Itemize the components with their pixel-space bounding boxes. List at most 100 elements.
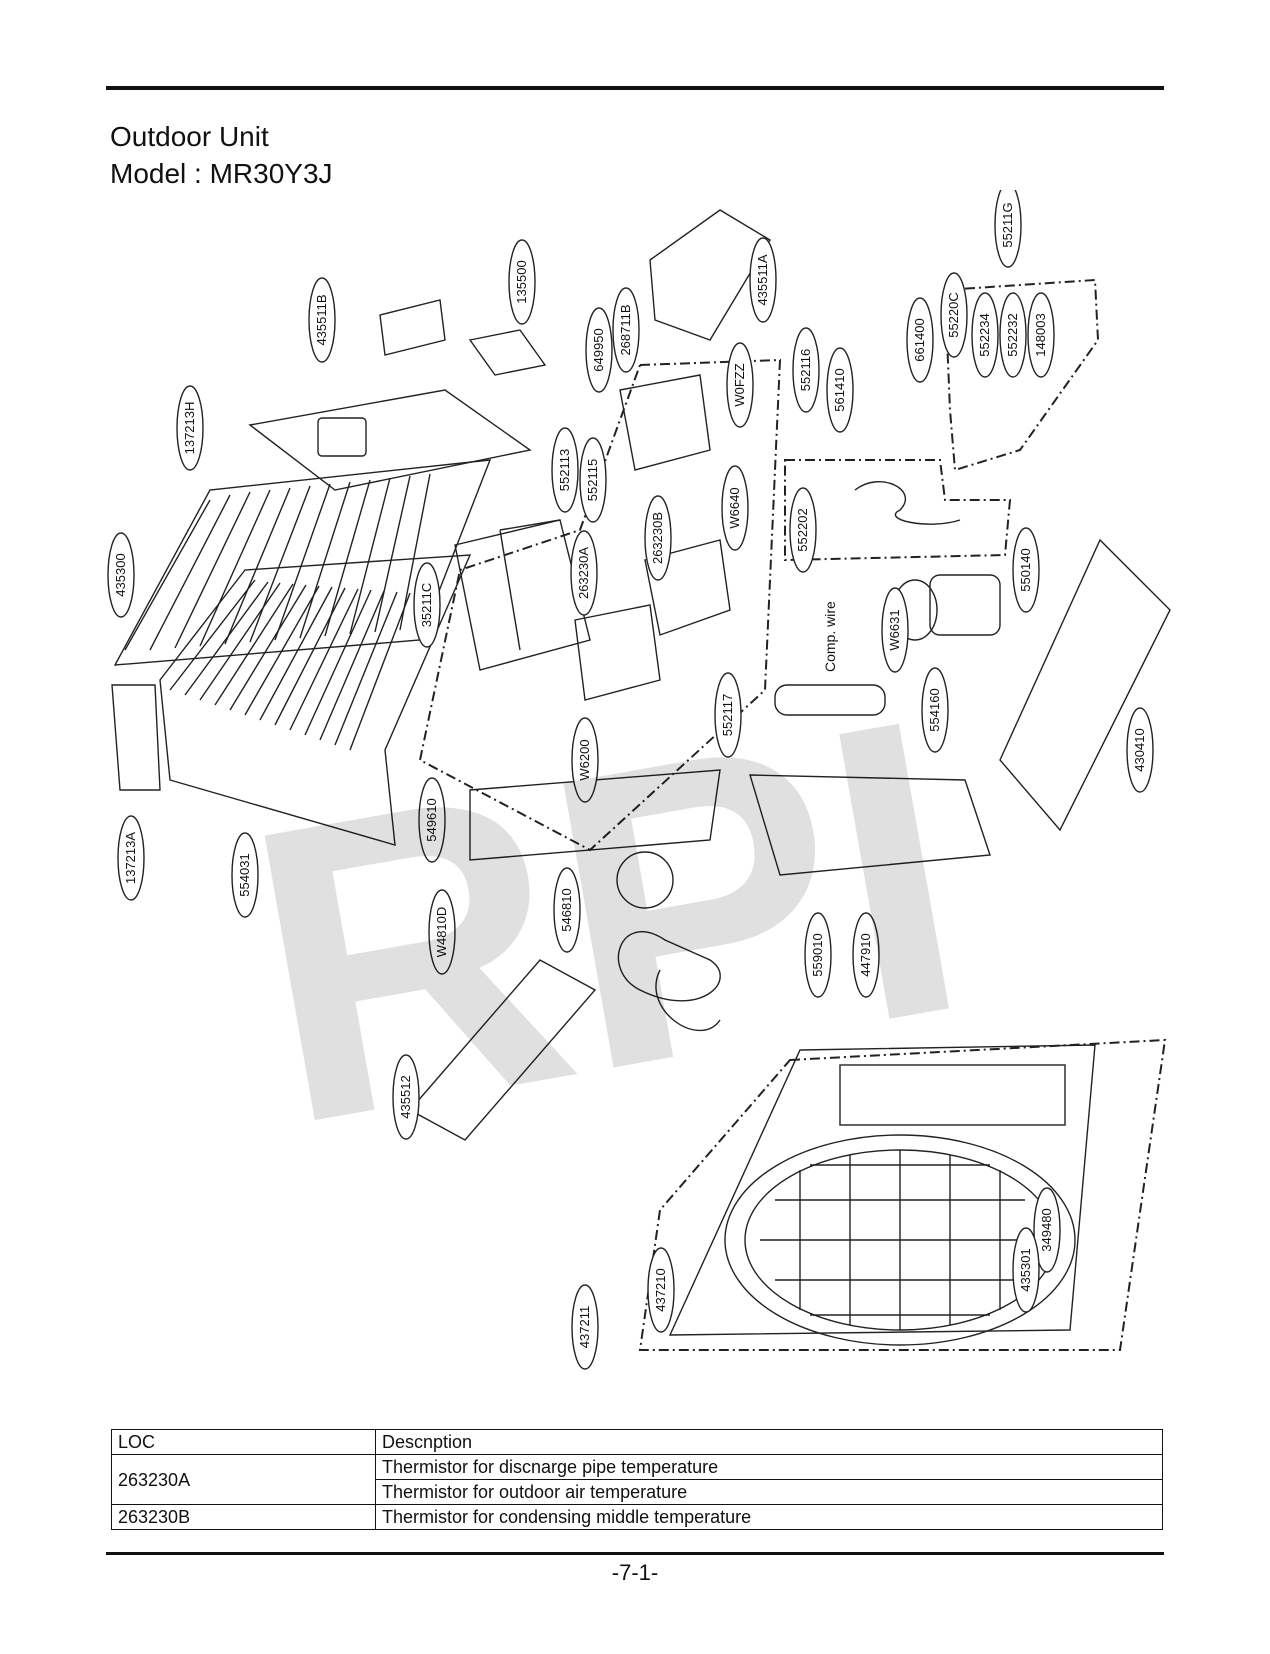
callout-c35: 559010 — [804, 912, 832, 998]
callout-label: 263230B — [650, 512, 665, 564]
callout-oval — [553, 867, 581, 953]
callout-oval — [921, 667, 949, 753]
callout-c9: 561410 — [826, 347, 854, 433]
callout-oval — [789, 487, 817, 573]
callout-c32: 549610 — [418, 777, 446, 863]
callout-label: 554160 — [927, 688, 942, 731]
loc-cell: 263230A — [111, 1454, 376, 1505]
callout-oval — [749, 237, 777, 323]
description-cell: Thermistor for outdoor air temperature — [375, 1479, 1163, 1505]
callout-label: 559010 — [810, 933, 825, 976]
callout-label: W6631 — [887, 609, 902, 650]
callout-label: 661400 — [912, 318, 927, 361]
callout-c38: 437210 — [647, 1247, 675, 1333]
callout-c15: 148003 — [1027, 292, 1055, 378]
callout-c19: 35211C — [413, 562, 441, 648]
callout-oval — [644, 495, 672, 581]
callout-label: 435511B — [314, 294, 329, 345]
callout-oval — [571, 1284, 599, 1370]
callout-c21: 263230B — [644, 495, 672, 581]
callout-label: 268711B — [618, 304, 633, 355]
callout-oval — [392, 1054, 420, 1140]
callout-c37: 435512 — [392, 1054, 420, 1140]
callout-oval — [551, 427, 579, 513]
callout-c36: 447910 — [852, 912, 880, 998]
callout-label: 549610 — [424, 798, 439, 841]
callout-oval — [107, 532, 135, 618]
callout-label: W6640 — [727, 487, 742, 528]
callout-oval — [999, 292, 1027, 378]
loc-cell: 263230B — [111, 1504, 376, 1530]
callout-oval — [1012, 1227, 1040, 1313]
callout-c26: 554160 — [921, 667, 949, 753]
callout-c27: 552117 — [714, 672, 742, 758]
callout-oval — [571, 717, 599, 803]
col-header-description: Descnption — [375, 1429, 1163, 1455]
callout-c17: 552115 — [579, 437, 607, 523]
callout-label: 552115 — [585, 459, 600, 501]
top-rule — [106, 86, 1164, 90]
callout-c25: W6631 — [881, 587, 909, 673]
callout-label: 435301 — [1018, 1248, 1033, 1291]
callout-label: 55220C — [946, 292, 961, 338]
callout-label: 550140 — [1018, 548, 1033, 591]
page-number: -7-1- — [611, 1560, 659, 1585]
callout-c30: 137213A — [117, 815, 145, 901]
callout-oval — [971, 292, 999, 378]
callout-label: 554031 — [237, 853, 252, 896]
comp-wire-label: Comp. wire — [822, 601, 838, 672]
callout-label: 447910 — [858, 933, 873, 976]
bottom-rule — [106, 1552, 1164, 1555]
callout-oval — [881, 587, 909, 673]
callout-label: 649950 — [591, 328, 606, 371]
callout-oval — [570, 530, 598, 616]
table-row: 263230B Thermistor for condensing middle… — [111, 1504, 1163, 1530]
callout-c11: 55220C — [940, 272, 968, 358]
callout-c12: 55211G — [994, 190, 1022, 268]
callout-label: 552234 — [977, 313, 992, 356]
callout-c24: 550140 — [1012, 527, 1040, 613]
callout-label: 55211G — [1000, 202, 1015, 247]
callout-c2: 435511B — [308, 277, 336, 363]
callout-oval — [508, 239, 536, 325]
callout-oval — [994, 190, 1022, 268]
callout-c4: 649950 — [585, 307, 613, 393]
title-line-1: Outdoor Unit — [110, 121, 269, 152]
callout-label: 349480 — [1039, 1208, 1054, 1251]
callout-label: 552113 — [557, 449, 572, 491]
callout-oval — [612, 287, 640, 373]
callout-oval — [585, 307, 613, 393]
callout-oval — [176, 385, 204, 471]
description-cell: Thermistor for discnarge pipe temperatur… — [375, 1454, 1163, 1480]
callout-oval — [428, 889, 456, 975]
callout-label: 552232 — [1005, 313, 1020, 356]
callout-c6: 435511A — [749, 237, 777, 323]
callout-label: 546810 — [559, 888, 574, 931]
page-title: Outdoor Unit Model : MR30Y3J — [110, 118, 333, 192]
callout-c7: W0FZZ — [726, 342, 754, 428]
callout-c40: 349480 — [1033, 1187, 1061, 1273]
callout-c10: 661400 — [906, 297, 934, 383]
callout-c33: W4810D — [428, 889, 456, 975]
callout-c28: 430410 — [1126, 707, 1154, 793]
callout-c23: 552202 — [789, 487, 817, 573]
callout-label: W4810D — [434, 907, 449, 958]
parts-table: LOC Descnption 263230A Thermistor for di… — [111, 1429, 1163, 1530]
callout-label: 35211C — [419, 583, 434, 628]
callout-label: 552117 — [720, 694, 735, 736]
col-header-loc: LOC — [111, 1429, 376, 1455]
callout-oval — [413, 562, 441, 648]
callout-oval — [231, 832, 259, 918]
callout-oval — [726, 342, 754, 428]
callout-oval — [792, 327, 820, 413]
table-header-row: LOC Descnption — [111, 1429, 1163, 1455]
callout-oval — [1033, 1187, 1061, 1273]
callout-oval — [117, 815, 145, 901]
description-cell: Thermistor for condensing middle tempera… — [375, 1504, 1163, 1530]
callout-oval — [579, 437, 607, 523]
callout-label: 263230A — [576, 547, 591, 599]
callout-label: 435512 — [398, 1075, 413, 1118]
callout-c41: 435301 — [1012, 1227, 1040, 1313]
callout-oval — [1027, 292, 1055, 378]
callout-c34: 546810 — [553, 867, 581, 953]
